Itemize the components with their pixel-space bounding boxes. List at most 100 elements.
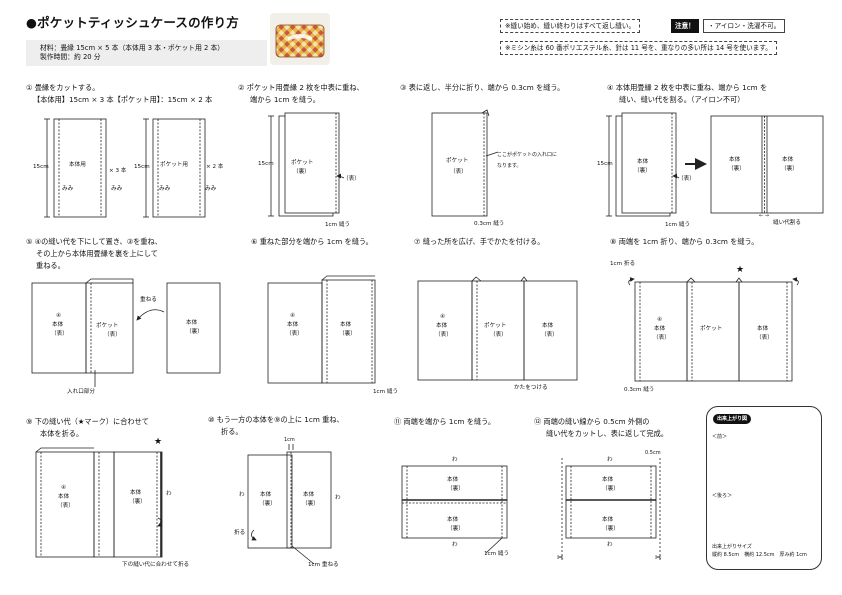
s9-star: ★ xyxy=(154,437,163,447)
s7-crease: かたをつける xyxy=(514,385,548,391)
s1-mimi-b: みみ xyxy=(111,186,123,192)
step3-title: ③ 表に返し、半分に折り、端から 0.3cm を縫う。 xyxy=(400,83,565,92)
step4-title: ④ 本体用畳縁 2 枚を中表に重ね、端から 1cm を xyxy=(607,83,768,92)
s9-omote: （表） xyxy=(57,503,74,509)
step6-diagram xyxy=(267,275,376,384)
s6-body-a: 本体 xyxy=(287,322,299,328)
s12-ura-b: （裏） xyxy=(602,526,619,532)
s12-body-a: 本体 xyxy=(602,477,614,483)
notice-thread: ※ミシン糸は 60 番ポリエステル糸、針は 11 号を、重なりの多い所は 14 … xyxy=(500,41,777,55)
s6-num: ④ xyxy=(290,313,296,319)
s1-x2: × 2 本 xyxy=(206,164,224,170)
s4-ura-c: （裏） xyxy=(781,166,798,172)
step10-title2: 折る。 xyxy=(221,427,243,436)
caution-text: ・アイロン・洗濯不可。 xyxy=(703,19,786,33)
step8-diagram xyxy=(628,277,799,382)
finished-badge: 出来上がり図 xyxy=(713,414,752,424)
s7-omote-c: （表） xyxy=(541,332,558,338)
s2-ura: （裏） xyxy=(293,169,310,175)
s2-len: 15cm xyxy=(258,161,274,167)
step11-diagram xyxy=(401,465,508,554)
s4-body-b: 本体 xyxy=(729,157,741,163)
step2-title: ② ポケット用畳縁 2 枚を中表に重ね、 xyxy=(238,83,364,92)
step10-title: ⑩ もう一方の本体を⑨の上に 1cm 重ね、 xyxy=(208,415,344,424)
step12-title2: 縫い代をカットし、表に返して完成。 xyxy=(546,429,668,438)
s4-ura-a: （裏） xyxy=(634,168,651,174)
time-text: 製作時間：約 20 分 xyxy=(40,53,101,61)
s4-arrows: ← → xyxy=(759,213,769,219)
s8-fold: 1cm 折る xyxy=(610,261,636,267)
s1-mimi-c: みみ xyxy=(159,186,171,192)
step9-title: ⑨ 下の縫い代（★マーク）に合わせて xyxy=(26,417,149,426)
s12-ura-a: （裏） xyxy=(602,486,619,492)
s10-ura-a: （裏） xyxy=(259,501,276,507)
s5-num: ④ xyxy=(56,313,62,319)
finished-panel xyxy=(706,406,822,570)
s9-body-b: 本体 xyxy=(130,490,142,496)
s4-split: 縫い代割る xyxy=(773,220,801,226)
s5-ura: （裏） xyxy=(186,329,203,335)
s1-len2: 15cm xyxy=(134,164,150,170)
notice-backstitch: ※縫い始め、縫い終わりはすべて返し縫い。 xyxy=(500,19,641,33)
s6-seam: 1cm 縫う xyxy=(373,389,399,395)
s7-omote-b: （表） xyxy=(490,332,507,338)
s12-wa-a: わ xyxy=(607,457,613,463)
step7-diagram xyxy=(417,276,578,381)
s8-num: ④ xyxy=(657,317,663,323)
step2-title2: 端から 1cm を縫う。 xyxy=(250,95,320,104)
finished-front: ＜前＞ xyxy=(712,434,728,440)
s11-ura-b: （裏） xyxy=(447,526,464,532)
s7-num: ④ xyxy=(440,314,446,320)
s9-wa: わ xyxy=(166,491,172,497)
step5-title2: その上から本体用畳縁を裏を上にして xyxy=(36,249,158,258)
s2-seam: 1cm 縫う xyxy=(325,222,351,228)
page-title: ●ポケットティッシュケースの作り方 xyxy=(26,15,239,30)
s4-seam: 1cm 縫う xyxy=(665,222,691,228)
s11-body-a: 本体 xyxy=(447,477,459,483)
step6-title: ⑥ 重ねた部分を端から 1cm を縫う。 xyxy=(251,237,373,246)
s5-opening: 入れ口部分 xyxy=(67,389,95,395)
s1-len: 15cm xyxy=(33,164,49,170)
materials-box: 材料：畳縁 15cm × 5 本（本体用 3 本・ポケット用 2 本） 製作時間… xyxy=(26,40,267,66)
s7-body-b: 本体 xyxy=(542,323,554,329)
s10-fold: 折る xyxy=(234,530,246,536)
s12-cm: 0.5cm xyxy=(645,450,661,456)
s8-pocket: ポケット xyxy=(700,326,723,332)
s6-body-b: 本体 xyxy=(340,322,352,328)
s11-ura-a: （裏） xyxy=(447,486,464,492)
step4-diagram xyxy=(606,112,824,217)
s8-body-a: 本体 xyxy=(654,326,666,332)
s12-wa-b: わ xyxy=(607,542,613,548)
scissors-icon-right: ✂ xyxy=(655,553,662,562)
s4-ura-b: （裏） xyxy=(728,166,745,172)
s10-body-b: 本体 xyxy=(303,492,315,498)
step12-title: ⑫ 両端の縫い線から 0.5cm 外側の xyxy=(534,417,650,426)
step1-title: ① 畳縁をカットする。 xyxy=(26,83,100,92)
step5-title3: 重ねる。 xyxy=(36,261,65,270)
s11-wa-b: わ xyxy=(452,542,458,548)
step3-diagram xyxy=(431,109,499,217)
caution-label: 注意！ xyxy=(671,19,699,33)
s4-omote: （表） xyxy=(678,176,695,182)
s7-body-a: 本体 xyxy=(436,323,448,329)
s1-body: 本体用 xyxy=(69,162,86,168)
s3-seam: 0.3cm 縫う xyxy=(474,221,505,227)
step1-sub: 【本体用】15cm × 3 本【ポケット用】：15cm × 2 本 xyxy=(33,95,213,104)
s6-omote: （表） xyxy=(286,331,303,337)
step5-title: ⑤ ④の縫い代を下にして置き、③を重ね、 xyxy=(26,237,162,246)
s7-omote-a: （表） xyxy=(435,332,452,338)
s10-cm: 1cm xyxy=(284,437,295,443)
step12-diagram xyxy=(561,458,661,560)
step8-title: ⑧ 両端を 1cm 折り、端から 0.3cm を縫う。 xyxy=(610,237,759,246)
step9-title2: 本体を折る。 xyxy=(40,429,84,438)
s11-wa-a: わ xyxy=(452,457,458,463)
s9-ura: （裏） xyxy=(129,499,146,505)
s11-seam: 1cm 縫う xyxy=(484,551,510,557)
s1-mimi-d: みみ xyxy=(205,186,217,192)
s1-x3: × 3 本 xyxy=(109,168,127,174)
step4-title2: 縫い、縫い代を割る。（アイロン不可） xyxy=(619,95,745,104)
finished-back: ＜後ろ＞ xyxy=(712,493,733,499)
s8-star: ★ xyxy=(736,265,745,275)
step7-title: ⑦ 縫った所を広げ、手でかたを付ける。 xyxy=(414,237,545,246)
